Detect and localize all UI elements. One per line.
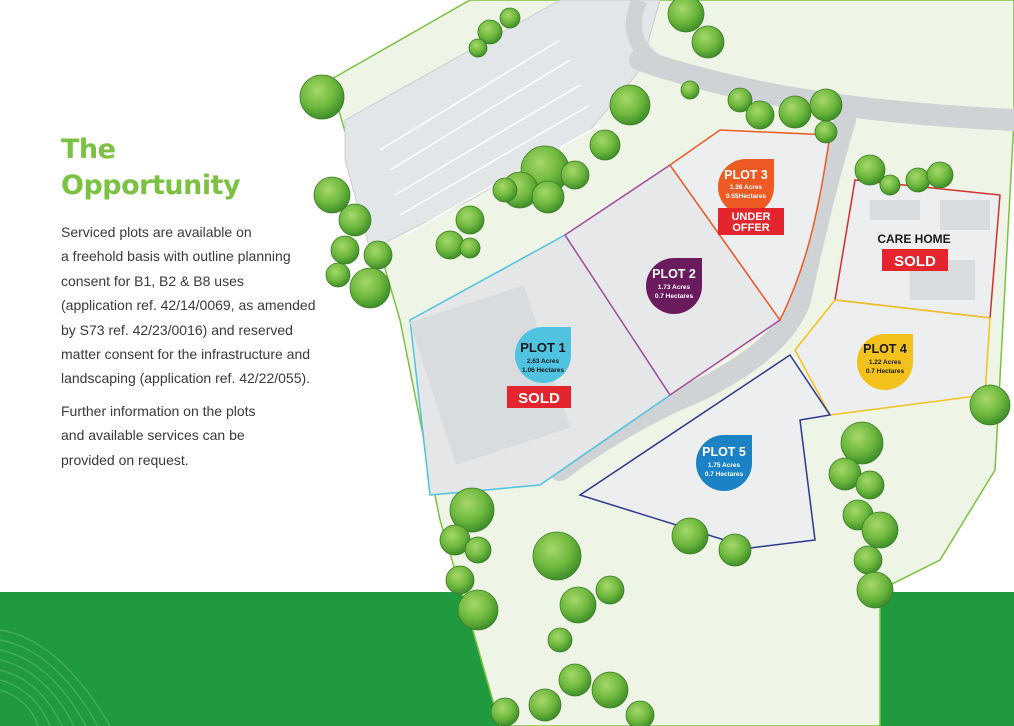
plot-3-label: PLOT 3 — [724, 168, 768, 182]
intro-line: a freehold basis with outline planning — [61, 248, 291, 265]
plot-5-hectares: 0.7 Hectares — [705, 471, 744, 478]
plot-3-hectares: 0.55Hectares — [726, 193, 766, 200]
intro-line: consent for B1, B2 & B8 uses — [61, 272, 244, 289]
plot-3-status-line-2: OFFER — [732, 222, 769, 234]
title-line-2: Opportunity — [61, 170, 241, 201]
care-home-sold-badge — [882, 249, 948, 271]
care-home-status: SOLD — [894, 253, 936, 270]
plot-2-label: PLOT 2 — [652, 267, 696, 281]
plot-3-under-offer-badge — [718, 208, 784, 235]
plot-2-marker — [646, 258, 702, 314]
plot-3-status-line-1: UNDER — [731, 211, 770, 223]
intro-line: (application ref. 42/14/0069, as amended — [61, 297, 316, 314]
intro-line: matter consent for the infrastructure an… — [61, 346, 311, 363]
plot-1-sold-badge — [507, 386, 571, 408]
plot-5-marker — [696, 435, 752, 491]
info-line: Further information on the plots — [61, 402, 256, 419]
intro-line: by S73 ref. 42/23/0016) and reserved — [61, 321, 293, 338]
plot-4-label: PLOT 4 — [863, 342, 907, 356]
plot-4-marker — [857, 334, 913, 390]
plot-1-status: SOLD — [518, 390, 560, 407]
intro-line: landscaping (application ref. 42/22/055)… — [61, 370, 311, 387]
plot-2-hectares: 0.7 Hectares — [655, 293, 694, 300]
info-line: provided on request. — [61, 451, 189, 468]
plot-1-acres: 2.63 Acres — [527, 358, 560, 365]
page-title: The Opportunity — [61, 132, 351, 204]
care-home-label: CARE HOME — [877, 232, 950, 246]
plot-2-acres: 1.73 Acres — [658, 284, 691, 291]
plot-4-hectares: 0.7 Hectares — [866, 368, 905, 375]
decorative-arcs — [0, 629, 111, 726]
plot-1-marker — [515, 327, 571, 383]
info-line: and available services can be — [61, 427, 245, 444]
further-info-paragraph: Further information on the plots and ava… — [61, 399, 351, 472]
plot-5-acres: 1.75 Acres — [708, 462, 741, 469]
parking-bays — [379, 39, 601, 236]
title-line-1: The — [61, 134, 116, 165]
intro-paragraph: Serviced plots are available on a freeho… — [61, 220, 351, 391]
intro-panel: The Opportunity Serviced plots are avail… — [61, 132, 351, 480]
intro-line: Serviced plots are available on — [61, 224, 252, 240]
plot-1-hectares: 1.06 Hectares — [522, 367, 564, 374]
plot-5-label: PLOT 5 — [702, 445, 746, 459]
plot-3-marker — [718, 159, 774, 215]
plot-1-label: PLOT 1 — [520, 340, 566, 355]
plot-3-acres: 1.36 Acres — [730, 184, 763, 191]
plot-4-acres: 1.22 Acres — [869, 359, 902, 366]
trees — [299, 0, 1011, 726]
